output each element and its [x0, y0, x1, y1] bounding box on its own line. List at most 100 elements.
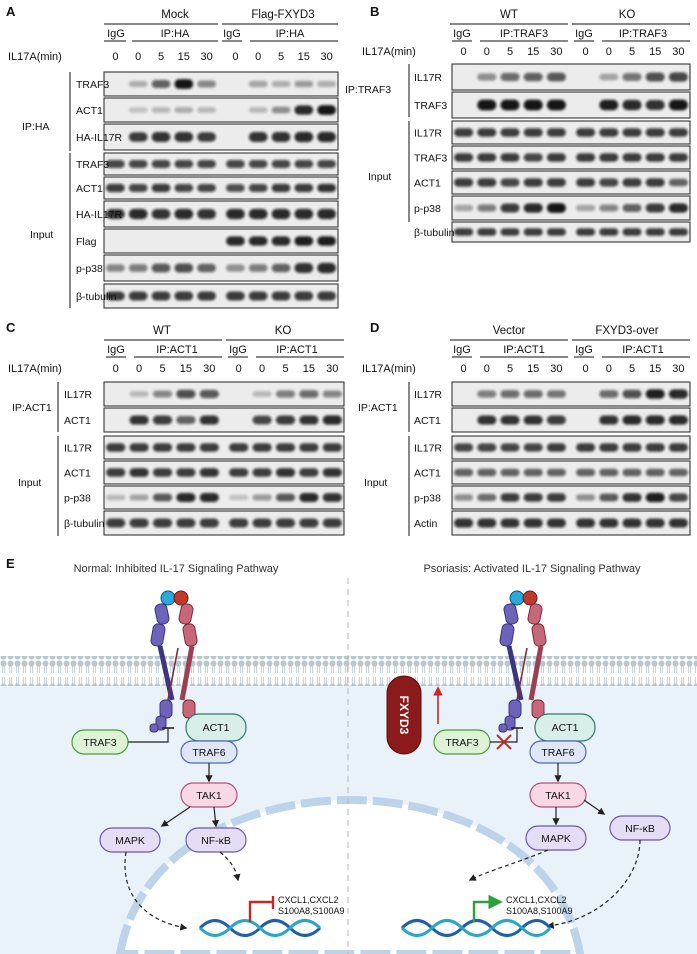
blot-band: [271, 160, 291, 168]
blot-band: [129, 468, 149, 477]
traf3-inhibit-line-left: [128, 728, 169, 743]
blot-band: [317, 262, 336, 274]
ip-label-2: IP:HA: [276, 28, 305, 40]
blot-row-label: ACT1: [64, 415, 91, 427]
blot-band: [576, 494, 596, 501]
il17-receptor-left: [149, 590, 198, 733]
igg-label-2: IgG: [575, 344, 593, 356]
time-label: 30: [200, 51, 212, 63]
blot-row: ACT1: [414, 407, 691, 433]
blot-band: [576, 228, 596, 236]
blot-band: [599, 468, 619, 477]
blot-band: [271, 183, 291, 193]
treat-label: IL17A(min): [8, 51, 62, 63]
blot-band: [668, 228, 688, 236]
blot-band: [546, 518, 566, 528]
blot-band: [523, 443, 543, 452]
blot-band: [271, 81, 291, 87]
blot-band: [322, 468, 342, 477]
left-title: Normal: Inhibited IL-17 Signaling Pathwa…: [74, 563, 279, 575]
blot-band: [500, 468, 520, 477]
time-label: 15: [178, 51, 190, 63]
blot-band: [546, 415, 566, 425]
blot-band: [248, 208, 268, 220]
treat-label: IL17A(min): [362, 363, 416, 375]
dna-left: [198, 919, 322, 937]
blot-band: [317, 81, 336, 87]
blot-row: TRAF3: [414, 91, 691, 119]
time-label: 15: [649, 46, 661, 58]
traf3-label-right: TRAF3: [445, 737, 478, 749]
blot-band: [199, 493, 219, 502]
panel-a: A Mock Flag-FXYD3 IgG IP:HA IgG IP:HA IL…: [6, 4, 339, 309]
blot-band: [668, 518, 688, 528]
blot-band: [106, 291, 125, 301]
blot-row-label: IL17R: [414, 72, 442, 84]
blot-row-label: TRAF3: [76, 79, 109, 91]
genes-line1-right: CXCL1,CXCL2: [506, 895, 567, 905]
blot-row-label: HA-IL17R: [76, 209, 123, 221]
time-label: 15: [527, 46, 539, 58]
blot-band: [668, 153, 688, 162]
blot-band: [199, 468, 219, 477]
blot-row: IL17R: [414, 381, 691, 407]
blot-band: [622, 72, 642, 82]
blot-band: [129, 518, 149, 528]
blot-band: [317, 183, 336, 193]
blot-band: [500, 443, 520, 452]
time-label: 30: [550, 46, 562, 58]
blot-frame: [451, 485, 691, 510]
blot-band: [454, 178, 474, 187]
blot-band: [106, 209, 125, 219]
blot-band: [500, 518, 520, 528]
blot-row: TRAF3: [414, 145, 691, 170]
tak1-label-left: TAK1: [196, 790, 222, 802]
blot-row: β-tubulin: [64, 510, 345, 536]
blot-band: [271, 291, 291, 301]
act1-label-right: ACT1: [552, 722, 579, 734]
activate-marker-right: [472, 894, 503, 922]
blot-band: [129, 443, 149, 452]
blot-band: [252, 391, 272, 397]
blot-row: ACT1: [76, 176, 339, 200]
blot-band: [477, 493, 497, 502]
nfkb-label-right: NF-κB: [625, 823, 655, 835]
blot-row-label: TRAF3: [76, 159, 109, 171]
blot-band: [546, 178, 566, 187]
blot-band: [152, 518, 173, 528]
blot-band: [151, 263, 171, 273]
blot-band: [622, 493, 642, 502]
blot-band: [248, 80, 268, 88]
time-label: 5: [507, 46, 513, 58]
blot-band: [599, 204, 619, 212]
blot-band: [576, 128, 596, 137]
blot-band: [226, 291, 245, 301]
blot-frame: [451, 145, 691, 170]
blot-frame: [103, 176, 339, 200]
blot-band: [322, 443, 342, 452]
blot-band: [500, 228, 520, 236]
blot-band: [500, 72, 520, 82]
blot-band: [106, 160, 125, 168]
blot-band: [599, 415, 619, 425]
time-label: 5: [158, 51, 164, 63]
blot-band: [317, 105, 336, 115]
traf3-label-left: TRAF3: [83, 737, 116, 749]
blot-band: [294, 105, 314, 115]
time-label: 0: [484, 363, 490, 375]
blot-band: [252, 443, 272, 452]
blot-band: [317, 236, 336, 246]
blot-band: [128, 81, 148, 87]
blot-band: [271, 208, 291, 220]
blot-band: [294, 263, 314, 273]
blot-band: [645, 389, 665, 399]
blot-band: [645, 228, 665, 236]
blot-band: [248, 291, 268, 301]
blot-band: [151, 291, 171, 301]
mapk-label-left: MAPK: [115, 835, 145, 847]
blot-band: [299, 518, 319, 528]
blot-band: [645, 72, 665, 82]
blot-row-label: ACT1: [414, 178, 441, 190]
blot-band: [151, 209, 171, 219]
